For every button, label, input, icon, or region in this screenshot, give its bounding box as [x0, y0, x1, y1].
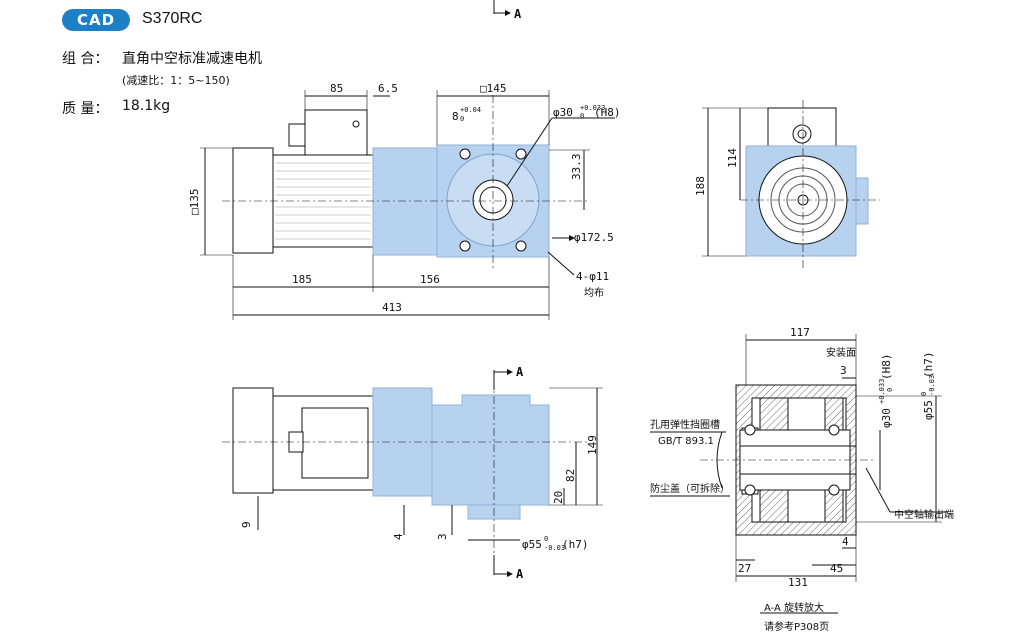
front-terminal-box [301, 407, 369, 479]
ratio-note: (减速比：1：5~150) [122, 74, 230, 87]
dim-6-5: 6.5 [378, 82, 398, 95]
dim-114: 114 [726, 148, 739, 168]
side-view-labels: 114 188 [694, 148, 739, 196]
dust-cover-label: 防尘盖（可拆除） [650, 482, 730, 495]
dim-82: 82 [564, 469, 577, 482]
top-view-labels: 85 6.5 □145 8 +0.04 0 φ30 +0.033 0 (H8) … [188, 82, 621, 314]
dim-3-section: 3 [840, 364, 847, 377]
dim-55-section: φ55 [922, 400, 935, 420]
dim-20: 20 [552, 491, 565, 504]
dim-4-section: 4 [842, 535, 849, 548]
dim-185: 185 [292, 273, 312, 286]
dim-55-fit: (h7) [562, 538, 589, 551]
dim-156: 156 [420, 273, 440, 286]
dim-30-section-fit: (H8) [880, 354, 893, 381]
terminal-screw [352, 120, 360, 128]
dim-3: 3 [436, 533, 449, 540]
dim-55-tol: 0 [544, 535, 548, 543]
side-view [702, 100, 880, 270]
dim-30: φ30 [553, 106, 573, 119]
dim-30-fit: (H8) [594, 106, 621, 119]
dim-9: 9 [240, 521, 253, 528]
dim-55-tol2: -0.03 [544, 544, 565, 552]
retaining-ring-label: 孔用弹性挡圈槽 [650, 418, 720, 431]
mass-value: 18.1kg [122, 98, 171, 114]
terminal-box [304, 109, 368, 156]
mass-label: 质 量： [62, 101, 109, 117]
dim-8: 8 [452, 110, 459, 123]
dim-135: □135 [188, 189, 201, 216]
dim-27: 27 [738, 562, 751, 575]
dim-30-section-tol2: 0 [886, 388, 894, 392]
dim-55-section-fit: (h7) [922, 352, 935, 379]
model-number: S370RC [142, 10, 203, 27]
standard-label: GB/T 893.1 [658, 436, 714, 447]
dim-117: 117 [790, 326, 810, 339]
section-caption: A-A 旋转放大 [764, 601, 824, 614]
gear-housing [372, 147, 438, 256]
section-mark-bottom: A [516, 567, 524, 581]
dim-holes: 4-φ11 [576, 270, 609, 283]
cad-badge[interactable]: CAD [62, 9, 130, 31]
shaft-out-label: 中空轴输出端 [894, 508, 954, 521]
dim-55-section-tol2: -0.03 [928, 375, 936, 396]
dim-149: 149 [586, 435, 599, 455]
dim-33: 33.3 [570, 154, 583, 181]
front-gear-housing [431, 394, 550, 506]
section-ref: 请参考P308页 [764, 620, 829, 633]
dim-55: φ55 [522, 538, 542, 551]
mount-hole-tl [459, 148, 471, 160]
dim-85: 85 [330, 82, 343, 95]
dim-145: □145 [480, 82, 507, 95]
top-view [200, 90, 615, 320]
motor-end-cap [232, 147, 274, 254]
mount-hole-br [515, 240, 527, 252]
dim-55-section-tol: 0 [920, 392, 928, 396]
section-mark-header: A [514, 7, 522, 21]
mount-hole-bl [459, 240, 471, 252]
cable-gland [288, 123, 306, 147]
dim-413: 413 [382, 301, 402, 314]
mount-hole-tr [515, 148, 527, 160]
dim-8-tol2: 0 [460, 115, 464, 123]
dim-172-5: φ172.5 [574, 231, 614, 244]
section-view-labels: 117 安装面 3 φ30 +0.033 0 (H8) φ55 0 -0.03 … [650, 326, 954, 633]
section-view [650, 334, 948, 614]
holes-note: 均布 [584, 287, 604, 299]
dim-30-tol: +0.033 [580, 104, 605, 112]
dim-4: 4 [392, 533, 405, 540]
motor-fins [275, 162, 371, 240]
mount-face-label: 安装面 [826, 346, 856, 359]
front-view [222, 0, 603, 577]
dim-188: 188 [694, 176, 707, 196]
combo-label: 组 合： [62, 51, 109, 67]
dim-30-section-tol: +0.033 [878, 379, 886, 404]
front-view-labels: 9 4 3 20 82 149 φ55 0 -0.03 (h7) A A A [240, 7, 599, 581]
dim-8-tol: +0.04 [460, 106, 481, 114]
dim-30-section: φ30 [880, 408, 893, 428]
dim-131: 131 [788, 576, 808, 589]
section-mark-top: A [516, 365, 524, 379]
dim-45: 45 [830, 562, 843, 575]
dim-30-tol2: 0 [580, 112, 584, 120]
combo-value: 直角中空标准减速电机 [122, 51, 262, 67]
